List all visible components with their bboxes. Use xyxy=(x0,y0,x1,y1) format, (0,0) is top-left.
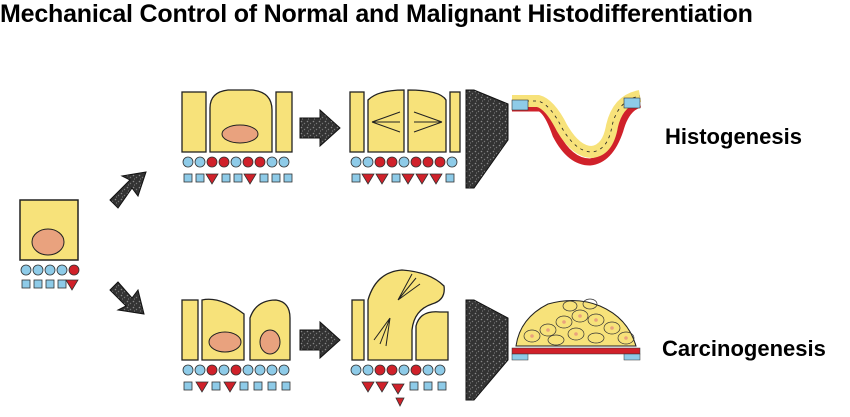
initial-receptor-row xyxy=(20,264,80,291)
top-panel-1-nucleus xyxy=(221,124,259,144)
arrow-down-diverge xyxy=(109,281,145,315)
bottom-panel-2-tension-arrows xyxy=(373,273,421,347)
initial-cell-nucleus xyxy=(31,228,65,256)
histogenesis-tissue xyxy=(511,90,642,166)
carcinogenesis-label: Carcinogenesis xyxy=(662,336,826,361)
bottom-panel-1 xyxy=(181,298,291,393)
bottom-magnifier-wedge xyxy=(465,299,509,401)
carcinogenesis-tissue xyxy=(511,298,641,361)
top-panel-2 xyxy=(349,89,461,185)
bottom-panel-2 xyxy=(350,269,449,407)
top-panel-2-tension-arrows xyxy=(371,111,443,133)
top-magnifier-wedge xyxy=(465,89,509,189)
carcinogenesis-cell-clusters xyxy=(523,298,635,346)
bottom-arrow-1 xyxy=(299,320,341,360)
figure-title: Mechanical Control of Normal and Maligna… xyxy=(0,0,753,28)
bottom-panel-1-nucleus-b xyxy=(259,329,281,355)
initial-cell-panel xyxy=(19,199,80,291)
carcinogenesis-nuclei xyxy=(530,314,628,340)
top-panel-1 xyxy=(181,89,293,185)
top-arrow-1 xyxy=(299,108,341,148)
histogenesis-label: Histogenesis xyxy=(665,124,802,149)
arrow-up-diverge xyxy=(109,171,147,209)
bottom-panel-1-nucleus-a xyxy=(208,331,242,353)
